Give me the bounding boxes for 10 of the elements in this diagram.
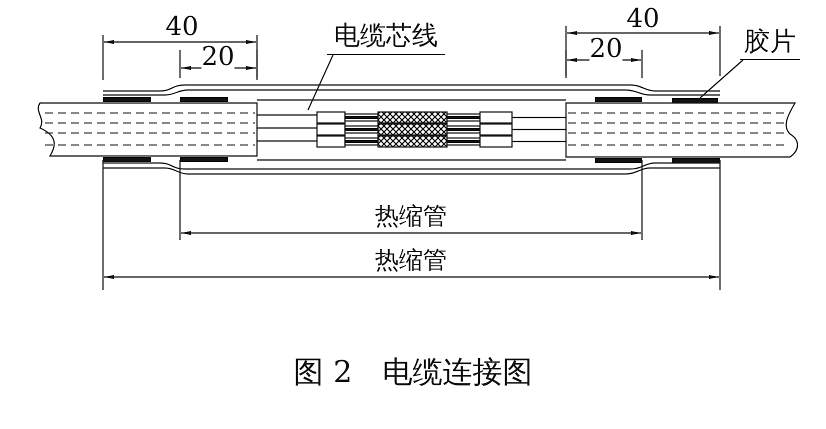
film-strip	[672, 98, 718, 103]
leader-line	[307, 54, 334, 110]
callout-label: 胶片	[740, 26, 800, 60]
figure-caption: 图 2 电缆连接图	[294, 358, 532, 388]
dimension-label: 热缩管	[375, 248, 447, 272]
leader-line	[700, 60, 744, 98]
dimension-label: 20	[589, 36, 623, 62]
dimension-label: 热缩管	[375, 204, 447, 228]
dimension-label: 20	[201, 44, 235, 70]
callout-label: 电缆芯线	[327, 20, 445, 55]
